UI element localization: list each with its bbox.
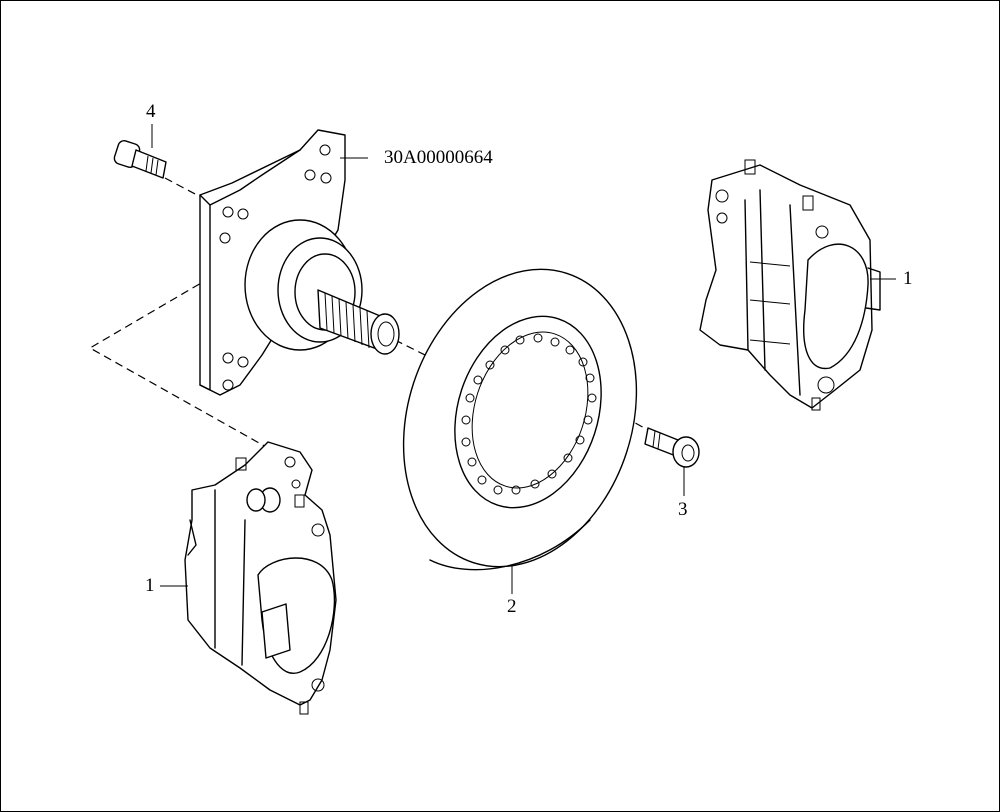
hub-bolt [113, 140, 167, 179]
callout-1-top-label: 1 [903, 268, 913, 289]
callout-2-label: 2 [507, 596, 517, 617]
hub-part-number-label: 30A00000664 [384, 147, 493, 168]
callout-1-bottom-label: 1 [145, 575, 155, 596]
callout-4-label: 4 [146, 101, 156, 122]
disc-bolt [644, 427, 700, 468]
caliper-bottom-left [184, 441, 337, 715]
callout-3-label: 3 [678, 499, 688, 520]
disc-bolt-holes [461, 333, 597, 495]
brake-disc [402, 268, 638, 571]
hub-flange [199, 129, 400, 396]
leader-lines [151, 124, 896, 594]
caliper-top-right [699, 159, 881, 411]
